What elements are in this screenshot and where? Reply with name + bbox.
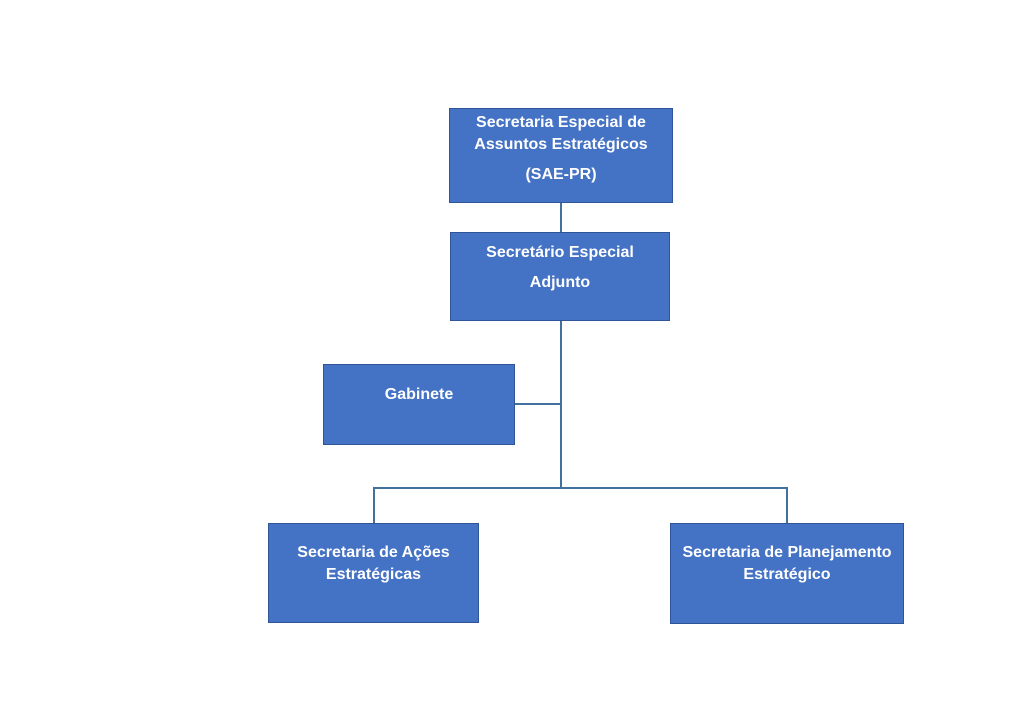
node-sae-pr-line2: Assuntos Estratégicos <box>474 136 648 153</box>
node-planejamento-line1: Secretaria de Planejamento <box>682 544 892 561</box>
node-sae-pr: Secretaria Especial de Assuntos Estratég… <box>449 108 673 203</box>
node-adjunto-line1: Secretário Especial <box>486 244 634 261</box>
node-adjunto-line2: Adjunto <box>529 274 591 291</box>
node-acoes-line1: Secretaria de Ações <box>297 544 450 561</box>
node-planejamento-line2: Estratégico <box>743 566 831 583</box>
connector-gabinete <box>514 403 561 405</box>
node-adjunto: Secretário Especial Adjunto <box>450 232 670 321</box>
node-planejamento: Secretaria de Planejamento Estratégico <box>670 523 904 624</box>
connector-horizontal-branch <box>373 487 788 489</box>
node-acoes: Secretaria de Ações Estratégicas <box>268 523 479 623</box>
node-gabinete: Gabinete <box>323 364 515 445</box>
connector-to-acoes <box>373 487 375 523</box>
node-sae-pr-line3: (SAE-PR) <box>525 166 597 183</box>
node-acoes-line2: Estratégicas <box>325 566 422 583</box>
node-sae-pr-line1: Secretaria Especial de <box>476 114 646 131</box>
connector-to-planejamento <box>786 487 788 523</box>
node-gabinete-line1: Gabinete <box>384 386 454 403</box>
connector-sae-to-adjunto <box>560 202 562 232</box>
